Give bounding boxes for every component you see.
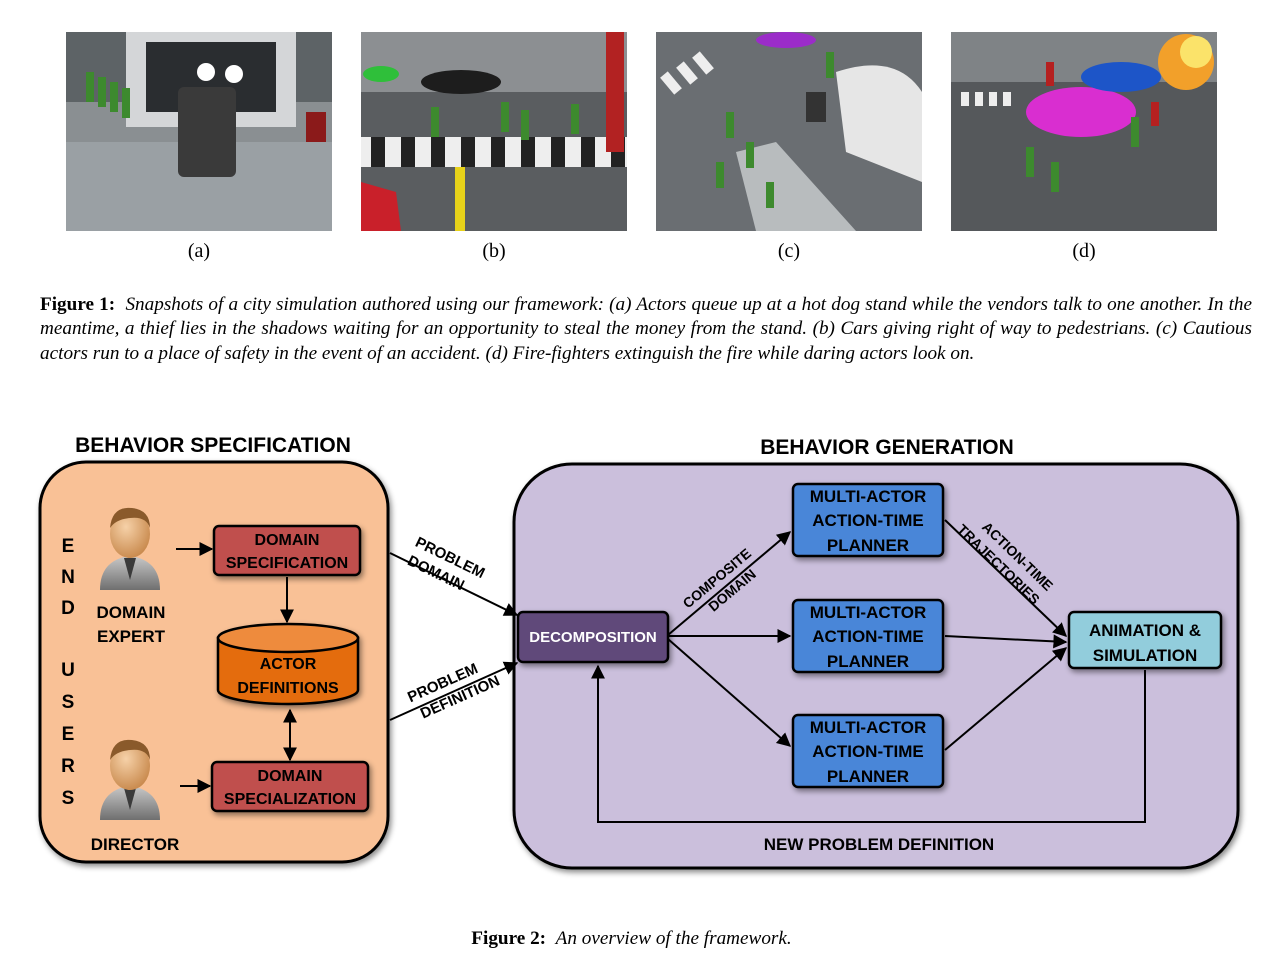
director-label: DIRECTOR: [91, 835, 179, 854]
domain-specification-label-line1: DOMAIN: [255, 532, 320, 549]
end-users-label: E N D U S E R S: [61, 536, 75, 809]
planner-top-label-line1: MULTI-ACTOR: [810, 487, 926, 506]
end-users-letter: E: [62, 536, 75, 557]
actor-definitions-label-line1: ACTOR: [260, 656, 317, 673]
behavior-specification-title: BEHAVIOR SPECIFICATION: [75, 434, 351, 457]
subfigure-label-b: (b): [482, 240, 506, 262]
figure-2-caption-label: Figure 2:: [471, 928, 547, 949]
planner-box-bottom: [791, 713, 945, 789]
figure-2-caption: Figure 2: An overview of the framework.: [0, 928, 1263, 950]
planner-bottom-label-line3: PLANNER: [827, 767, 909, 786]
domain-expert-person-icon: [100, 507, 160, 590]
planner-middle-to-anim-arrow: [944, 634, 1068, 649]
domain-specification-label-line2: SPECIFICATION: [226, 555, 348, 572]
domain-specialization-label-line2: SPECIALIZATION: [224, 791, 356, 808]
planner-top-label-line3: PLANNER: [827, 536, 909, 555]
actor-definitions-cylinder: [216, 622, 360, 706]
end-users-letter: R: [61, 756, 75, 777]
subfigure-label-d: (d): [1072, 240, 1096, 262]
planner-box-top: [791, 482, 945, 558]
domain-specification-box: [212, 524, 362, 577]
planner-middle-label-line1: MULTI-ACTOR: [810, 603, 926, 622]
figure-1-caption-label: Figure 1:: [40, 294, 116, 315]
decomposition-label: DECOMPOSITION: [529, 629, 657, 646]
new-problem-definition-loop-arrow: [591, 664, 1146, 823]
figure-1-caption: Figure 1: Snapshots of a city simulation…: [40, 293, 1252, 366]
figure-1-caption-text: Snapshots of a city simulation authored …: [40, 294, 1253, 364]
end-users-letter: E: [62, 724, 75, 745]
director-person-icon: [100, 739, 160, 820]
problem-definition-arrow: [389, 661, 519, 721]
end-users-letter: D: [61, 598, 75, 619]
end-users-letter: S: [62, 692, 75, 713]
problem-domain-arrow: [389, 552, 519, 616]
snapshot-d-image: [951, 32, 1217, 231]
planner-bottom-label-line1: MULTI-ACTOR: [810, 718, 926, 737]
behavior-generation-title: BEHAVIOR GENERATION: [760, 436, 1014, 459]
planner-middle-label-line3: PLANNER: [827, 652, 909, 671]
snapshot-b-image: [361, 32, 627, 231]
planner-middle-label-line2: ACTION-TIME: [812, 627, 923, 646]
domain-specialization-box: [210, 760, 370, 813]
actor-definitions-label-line2: DEFINITIONS: [237, 680, 339, 697]
decomp-to-planner-bottom-arrow: [667, 638, 792, 747]
snapshot-c-image: [656, 32, 922, 231]
framework-diagram: BEHAVIOR SPECIFICATION BEHAVIOR GENERATI…: [0, 420, 1263, 890]
planner-box-middle: [791, 598, 945, 674]
new-problem-definition-label: NEW PROBLEM DEFINITION: [764, 835, 994, 854]
end-users-letter: N: [61, 567, 75, 588]
end-users-letter: S: [62, 788, 75, 809]
planner-top-to-anim-arrow: [944, 519, 1068, 637]
domain-expert-label-line2: EXPERT: [97, 627, 166, 646]
snapshot-a-image: [66, 32, 332, 231]
animation-simulation-label-line2: SIMULATION: [1093, 646, 1198, 665]
domain-expert-label-line1: DOMAIN: [97, 603, 166, 622]
figure-2-caption-text: An overview of the framework.: [555, 928, 792, 949]
planner-top-label-line2: ACTION-TIME: [812, 511, 923, 530]
animation-simulation-label-line1: ANIMATION &: [1089, 621, 1201, 640]
subfigure-label-c: (c): [777, 240, 801, 262]
domain-specialization-label-line1: DOMAIN: [258, 768, 323, 785]
planner-bottom-label-line2: ACTION-TIME: [812, 742, 923, 761]
decomp-to-planner-top-arrow: [667, 531, 792, 636]
subfigure-label-a: (a): [187, 240, 211, 262]
planner-bottom-to-anim-arrow: [944, 647, 1068, 751]
animation-simulation-box: [1067, 610, 1223, 670]
end-users-letter: U: [61, 660, 75, 681]
